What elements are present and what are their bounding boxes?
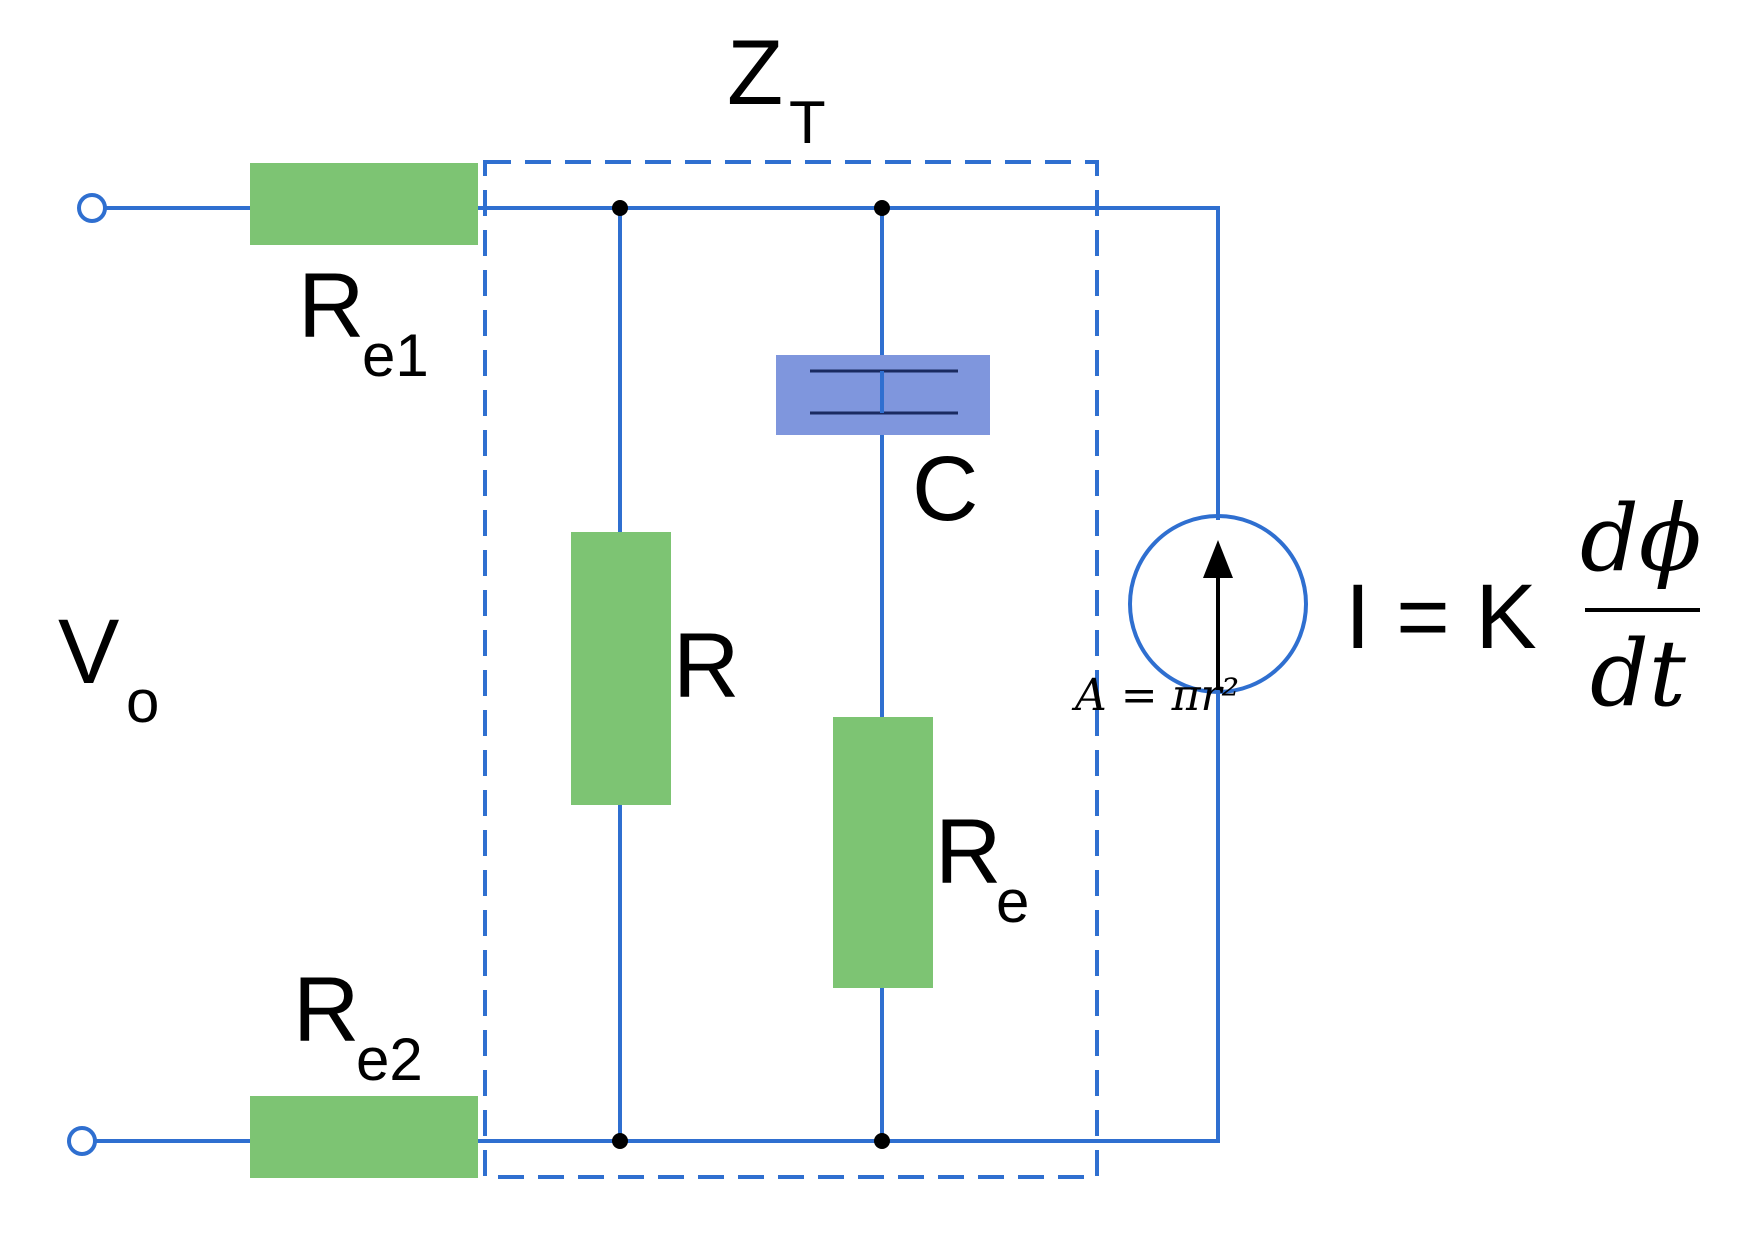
current-source-arrowhead — [1203, 540, 1233, 578]
resistor-r — [571, 532, 671, 805]
current-equation-numerator: dϕ — [1580, 485, 1702, 592]
resistor-re — [833, 717, 933, 988]
label-re-main: R — [935, 801, 1001, 903]
top-terminal — [77, 193, 107, 223]
label-re-sub: e — [996, 868, 1029, 935]
area-formula: A = πr² — [1071, 670, 1239, 721]
junction-dot — [612, 1133, 628, 1149]
label-c: C — [912, 438, 978, 540]
bottom-wire — [95, 612, 1220, 1143]
label-re2-main: R — [293, 959, 359, 1061]
top-wire — [105, 206, 1220, 520]
label-vo-main: V — [58, 601, 119, 703]
bottom-terminal — [67, 1126, 97, 1156]
current-equation-denominator: dt — [1590, 620, 1687, 727]
current-equation-lhs: I = K — [1345, 566, 1537, 668]
junction-dot — [874, 1133, 890, 1149]
zt-boundary-box — [483, 160, 1099, 1179]
label-re1-main: R — [298, 255, 364, 357]
resistor-re1 — [250, 163, 478, 245]
label-zt-sub: T — [789, 89, 826, 156]
junction-dot — [874, 200, 890, 216]
resistor-re2 — [250, 1096, 478, 1178]
label-re1-sub: e1 — [362, 322, 429, 389]
label-r: R — [673, 615, 739, 717]
current-source-circle — [1128, 514, 1308, 694]
junction-dot — [612, 200, 628, 216]
label-zt-main: Z — [727, 22, 783, 124]
label-vo-sub: o — [126, 668, 159, 735]
label-re2-sub: e2 — [356, 1026, 423, 1093]
